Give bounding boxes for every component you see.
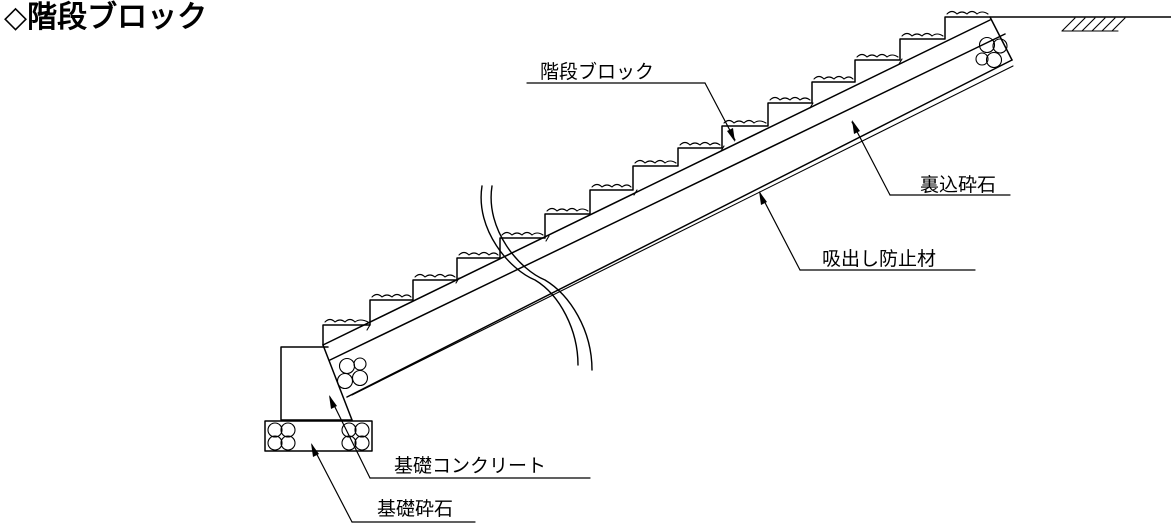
break-lines: [480, 185, 593, 371]
step-block-profile: [322, 16, 1013, 346]
backfill-gravel-bottom: [336, 357, 369, 390]
backfill-gravel-top: [975, 36, 1008, 69]
label-foundation-gravel: 基礎砕石: [377, 498, 453, 520]
leader-foundation-gravel: [311, 444, 476, 523]
backfill-line: [329, 33, 1006, 361]
diagram-title: ◇階段ブロック: [4, 0, 208, 35]
leader-drain-stop: [759, 192, 976, 271]
label-backfill-gravel: 裏込砕石: [920, 174, 996, 196]
leader-block: [526, 82, 736, 141]
block-back-line: [322, 19, 991, 346]
ground-surface: [989, 16, 1171, 32]
block-joint-marks: [324, 10, 989, 323]
foundation-concrete: [280, 346, 353, 421]
foundation-gravel: [264, 420, 373, 452]
foundation-gravel-circles: [267, 422, 370, 451]
label-drain-stop-material: 吸出し防止材: [822, 248, 936, 270]
drain-layer-inner: [351, 65, 1014, 396]
label-step-block: 階段ブロック: [540, 60, 654, 83]
label-foundation-concrete: 基礎コンクリート: [394, 455, 546, 477]
drain-layer-outer: [346, 59, 1013, 398]
block-back-joints: [366, 58, 903, 331]
leader-arrowheads: [311, 120, 860, 457]
leader-foundation-concrete: [329, 396, 591, 479]
leader-backfill: [851, 121, 1011, 196]
